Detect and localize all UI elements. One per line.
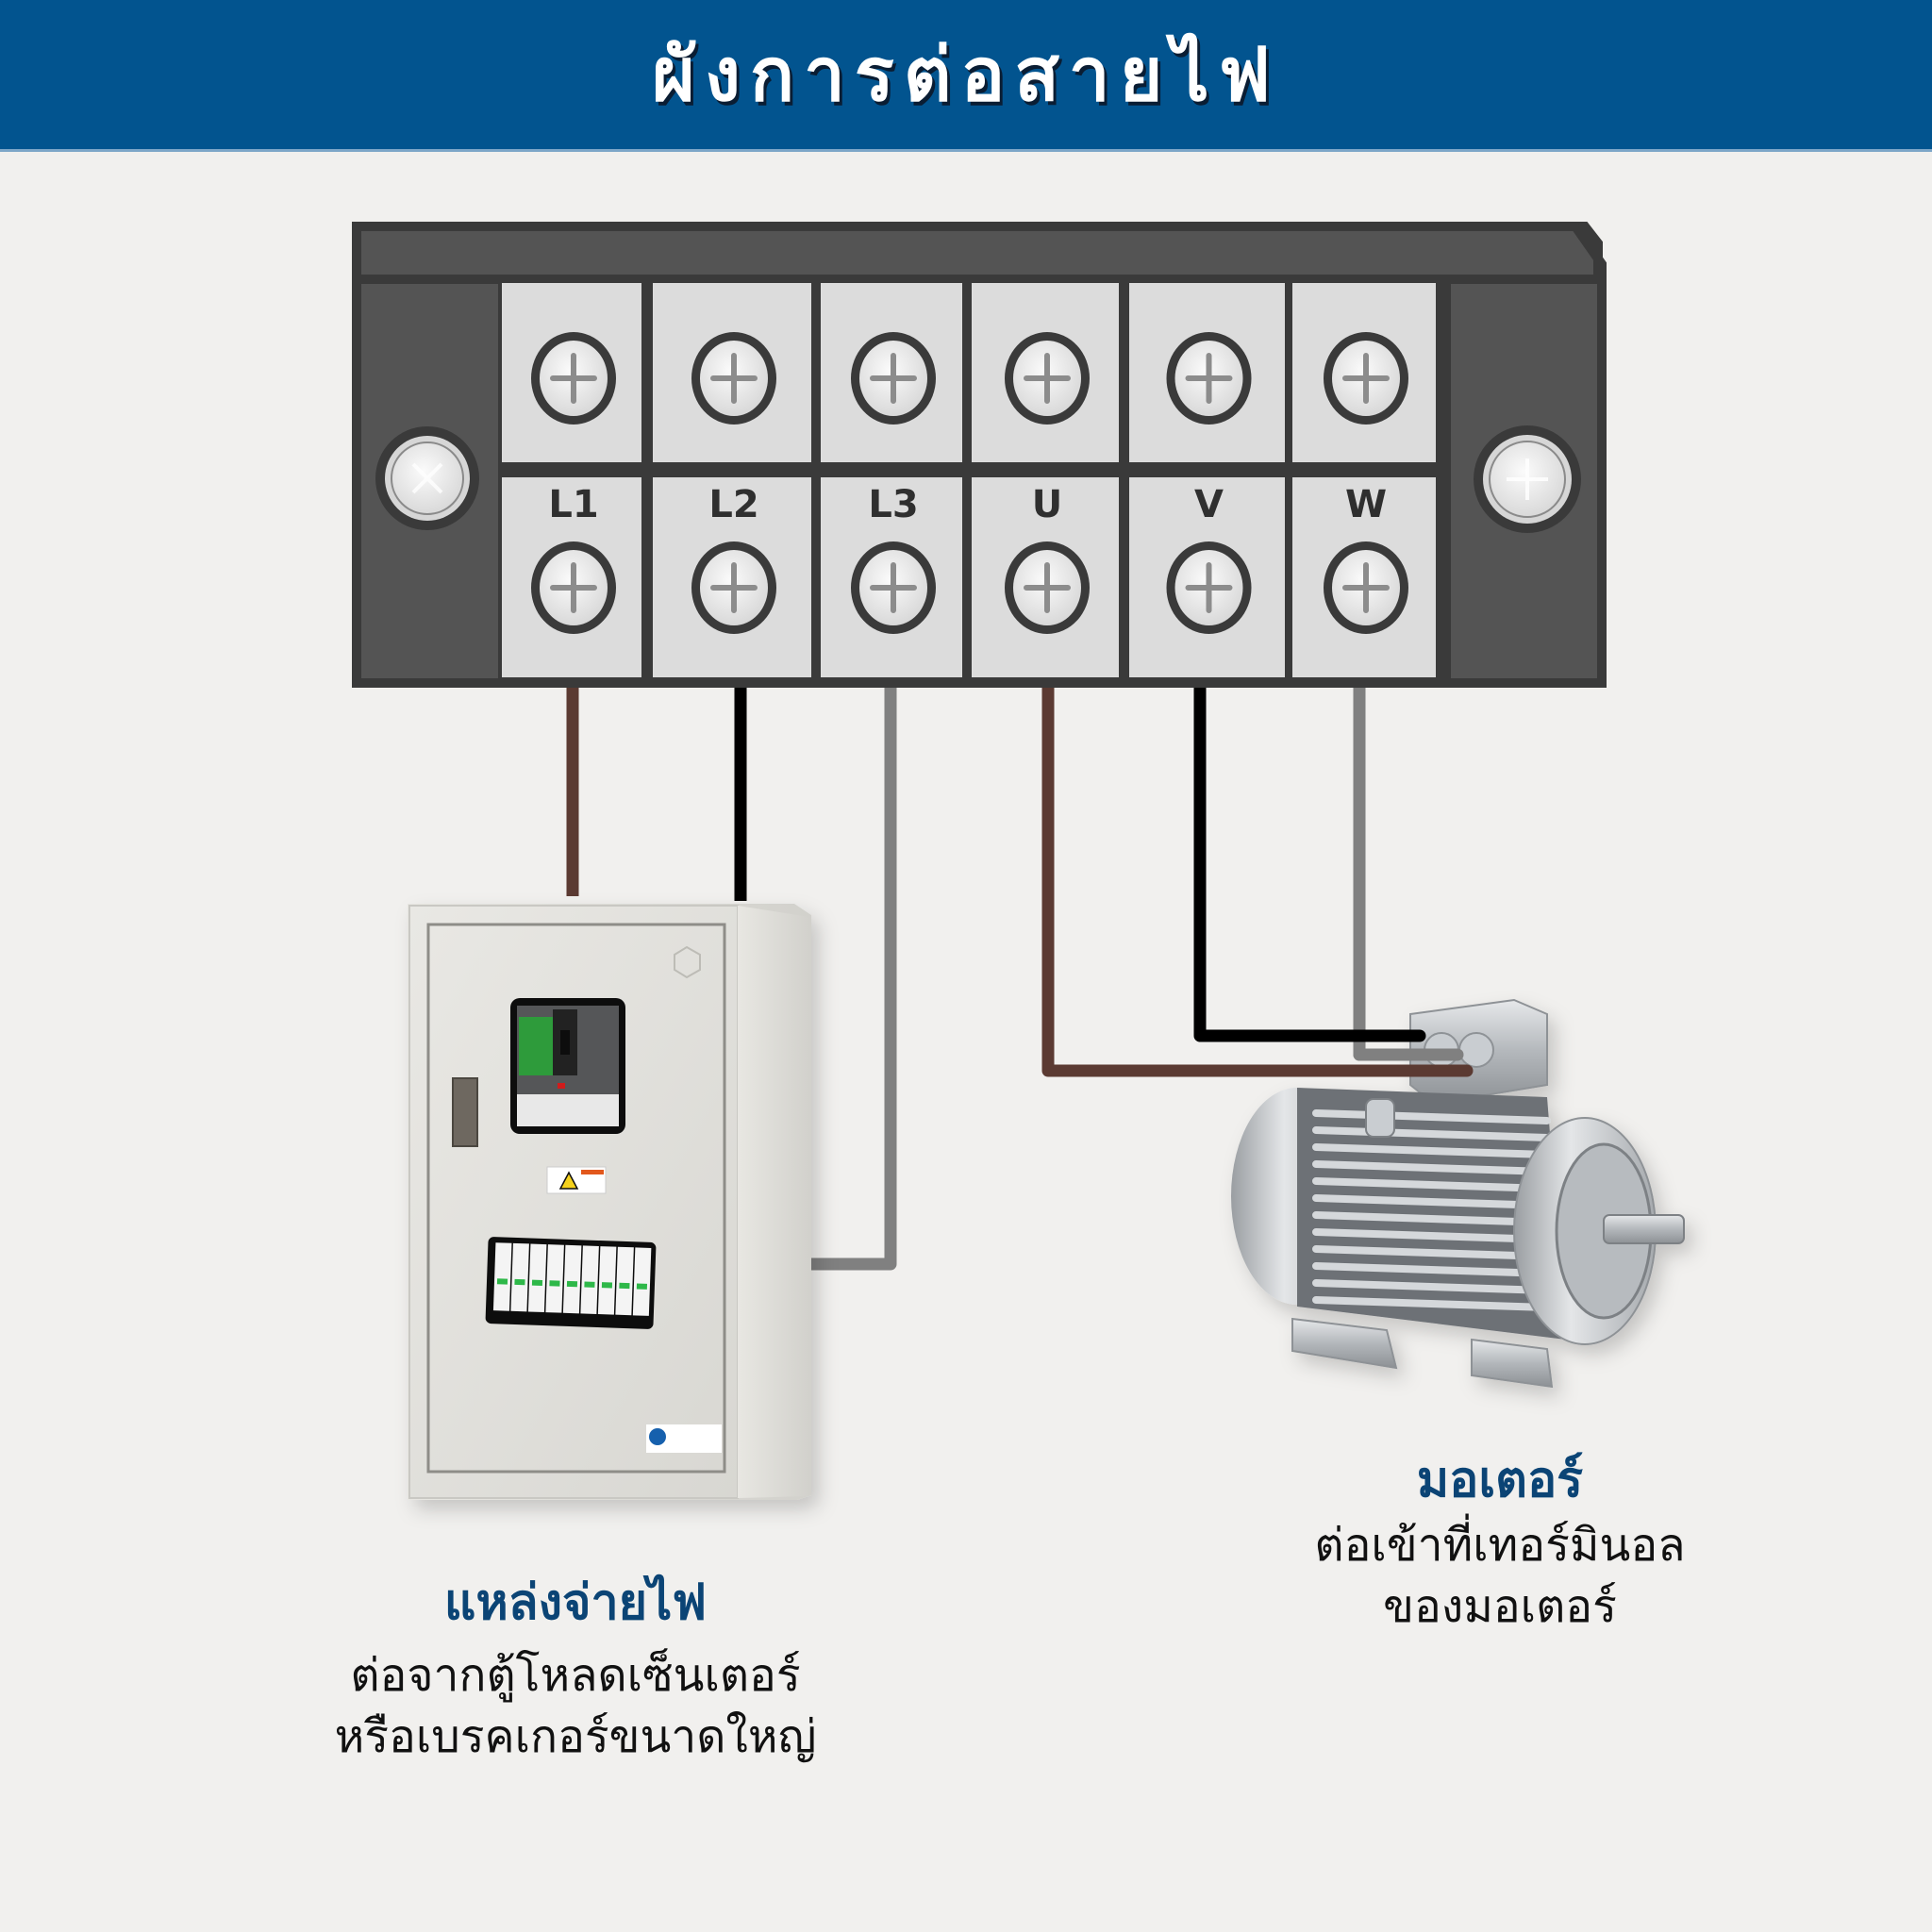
mcb-switch — [562, 1244, 582, 1314]
terminal-v — [1129, 283, 1285, 677]
terminal-screw-top-icon — [531, 332, 616, 425]
terminal-screw-bottom-icon — [851, 541, 936, 634]
terminal-u — [972, 283, 1119, 677]
motor — [1231, 998, 1685, 1389]
motor-line-1: ต่อเข้าที่เทอร์มินอล — [1314, 1519, 1686, 1573]
power-source-line-1: ต่อจากตู้โหลดเซ็นเตอร์ — [350, 1649, 801, 1703]
motor-cooling-fin — [1312, 1279, 1551, 1294]
terminal-l2 — [653, 283, 811, 677]
mcb-switch — [492, 1242, 512, 1311]
terminal-label-l3: L3 — [868, 483, 919, 526]
motor-cooling-fin — [1312, 1296, 1551, 1311]
motor-caption: มอเตอร์ ต่อเข้าที่เทอร์มินอล ของมอเตอร์ — [1245, 1451, 1755, 1638]
mcb-switch — [632, 1247, 652, 1316]
motor-lifting-eye — [1365, 1098, 1395, 1138]
power-source-caption: แหล่งจ่ายไฟ ต่อจากตู้โหลดเซ็นเตอร์ หรือเ… — [264, 1574, 887, 1768]
terminal-screw-bottom-icon — [1005, 541, 1090, 634]
power-source-panel — [408, 904, 811, 1500]
tts-logo-icon — [649, 1428, 666, 1445]
mcb-switch — [527, 1243, 547, 1313]
motor-cooling-fin — [1312, 1109, 1551, 1124]
motor-heading: มอเตอร์ — [1416, 1452, 1584, 1508]
terminal-screw-bottom-icon — [1166, 541, 1252, 634]
header-bar: ผังการต่อสายไฟ — [0, 0, 1932, 152]
terminal-screw-top-icon — [851, 332, 936, 425]
terminal-label-v: V — [1194, 483, 1224, 526]
terminal-label-w: W — [1344, 483, 1388, 526]
ul-mark-icon — [674, 945, 701, 979]
motor-cooling-fin — [1312, 1245, 1551, 1260]
motor-cooling-fin — [1312, 1143, 1551, 1158]
terminal-w — [1292, 283, 1436, 677]
terminal-screw-top-icon — [1324, 332, 1408, 425]
mcb-switch — [597, 1246, 617, 1315]
motor-cooling-fin — [1312, 1177, 1551, 1192]
terminal-screw-top-icon — [691, 332, 776, 425]
mcb-switch — [580, 1245, 599, 1314]
mounting-screw-right — [1474, 425, 1581, 533]
terminal-screw-bottom-icon — [691, 541, 776, 634]
motor-cooling-fin — [1312, 1126, 1551, 1141]
power-source-line-2: หรือเบรคเกอร์ขนาดใหญ่ — [334, 1710, 817, 1764]
terminal-block — [352, 222, 1607, 688]
mcb-switch — [510, 1242, 529, 1312]
door-lock-handle — [452, 1077, 478, 1147]
mcb-switch — [545, 1244, 564, 1313]
breaker-green-label — [519, 1017, 553, 1075]
page-title: ผังการต่อสายไฟ — [652, 33, 1280, 118]
terminal-screw-bottom-icon — [1324, 541, 1408, 634]
wire-u — [1041, 687, 1387, 1077]
motor-foot — [1291, 1317, 1398, 1370]
motor-cooling-fin — [1312, 1194, 1551, 1209]
power-source-heading: แหล่งจ่ายไฟ — [443, 1574, 708, 1631]
mounting-screw-left — [375, 426, 479, 530]
wire-v — [1193, 687, 1340, 1042]
motor-cooling-fin — [1312, 1262, 1551, 1277]
motor-cooling-fin — [1312, 1228, 1551, 1243]
motor-shaft — [1603, 1214, 1685, 1244]
motor-line-2: ของมอเตอร์ — [1383, 1580, 1617, 1634]
terminal-label-u: U — [1031, 483, 1063, 526]
motor-cooling-fin — [1312, 1160, 1551, 1175]
terminal-screw-top-icon — [1005, 332, 1090, 425]
terminal-screw-top-icon — [1166, 332, 1252, 425]
terminal-l1 — [502, 283, 641, 677]
brand-sticker — [646, 1424, 722, 1453]
warning-sticker — [546, 1166, 607, 1194]
terminal-screw-bottom-icon — [531, 541, 616, 634]
wire-l3 — [807, 687, 897, 1271]
high-voltage-warning-icon — [558, 1171, 579, 1190]
terminal-label-l1: L1 — [548, 483, 599, 526]
wire-w — [1353, 687, 1382, 1061]
terminal-l3 — [821, 283, 962, 677]
motor-cooling-fin — [1312, 1211, 1551, 1226]
terminal-label-l2: L2 — [708, 483, 759, 526]
mcb-switch — [615, 1246, 634, 1316]
